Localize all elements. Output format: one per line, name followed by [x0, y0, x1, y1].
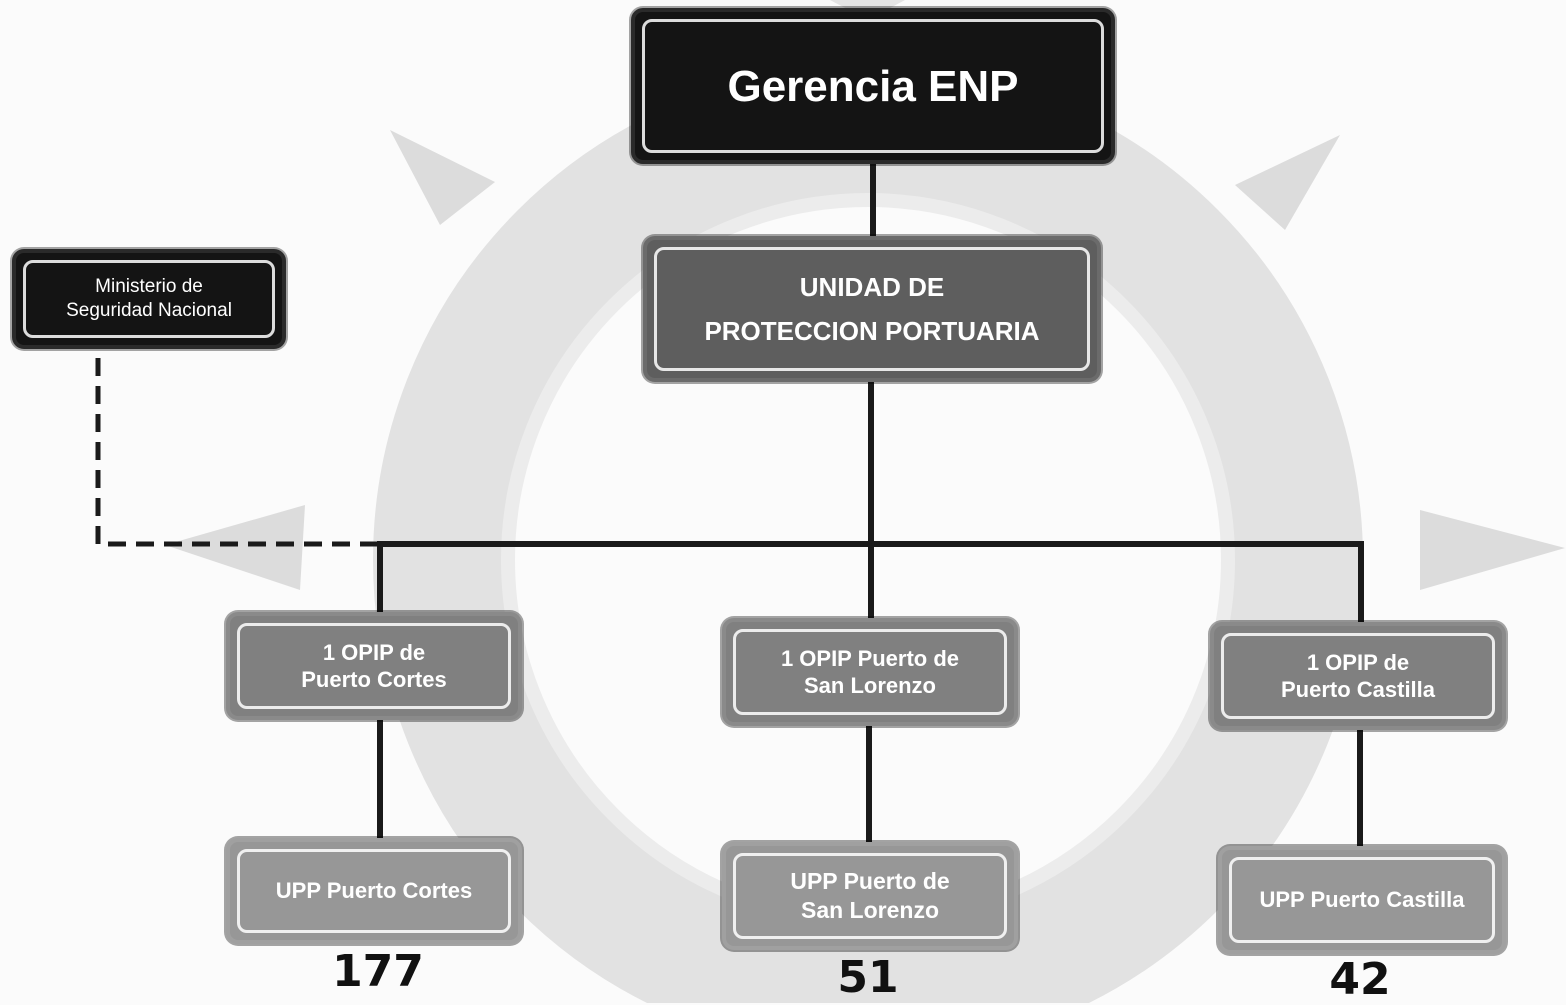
count-sanlorenzo: 51: [837, 952, 899, 1003]
upp-castilla-label: UPP Puerto Castilla: [1259, 887, 1465, 913]
emblem-arrow-left: [165, 505, 305, 590]
count-cortes: 177: [332, 946, 424, 997]
unit-label: UNIDAD DE PROTECCION PORTUARIA: [704, 271, 1040, 346]
emblem-arrow-right: [1420, 510, 1565, 590]
opip-sanlorenzo-label: 1 OPIP Puerto de San Lorenzo: [780, 645, 960, 699]
unit-box: UNIDAD DE PROTECCION PORTUARIA: [643, 236, 1101, 382]
ministry-box: Ministerio de Seguridad Nacional: [12, 249, 286, 349]
emblem-arrow-top-right: [1235, 135, 1340, 230]
upp-cortes-label: UPP Puerto Cortes: [275, 878, 473, 904]
upp-castilla-box: UPP Puerto Castilla: [1218, 846, 1506, 954]
count-castilla: 42: [1329, 954, 1391, 1005]
upp-cortes-box: UPP Puerto Cortes: [226, 838, 522, 944]
upp-sanlorenzo-label: UPP Puerto de San Lorenzo: [790, 868, 950, 923]
opip-castilla-box: 1 OPIP de Puerto Castilla: [1210, 622, 1506, 730]
ministry-label: Ministerio de Seguridad Nacional: [66, 276, 232, 321]
opip-castilla-label: 1 OPIP de Puerto Castilla: [1280, 649, 1436, 703]
upp-sanlorenzo-box: UPP Puerto de San Lorenzo: [722, 842, 1018, 950]
opip-cortes-box: 1 OPIP de Puerto Cortes: [226, 612, 522, 720]
opip-cortes-label: 1 OPIP de Puerto Cortes: [301, 639, 447, 693]
top-box: Gerencia ENP: [631, 8, 1115, 164]
top-label: Gerencia ENP: [727, 61, 1019, 111]
emblem-arrow-top-left: [390, 130, 495, 225]
connectors: [377, 160, 1364, 850]
line-branch-bar: [377, 541, 1364, 626]
opip-sanlorenzo-box: 1 OPIP Puerto de San Lorenzo: [722, 618, 1018, 726]
line-ministry-dashed: [95, 358, 380, 547]
